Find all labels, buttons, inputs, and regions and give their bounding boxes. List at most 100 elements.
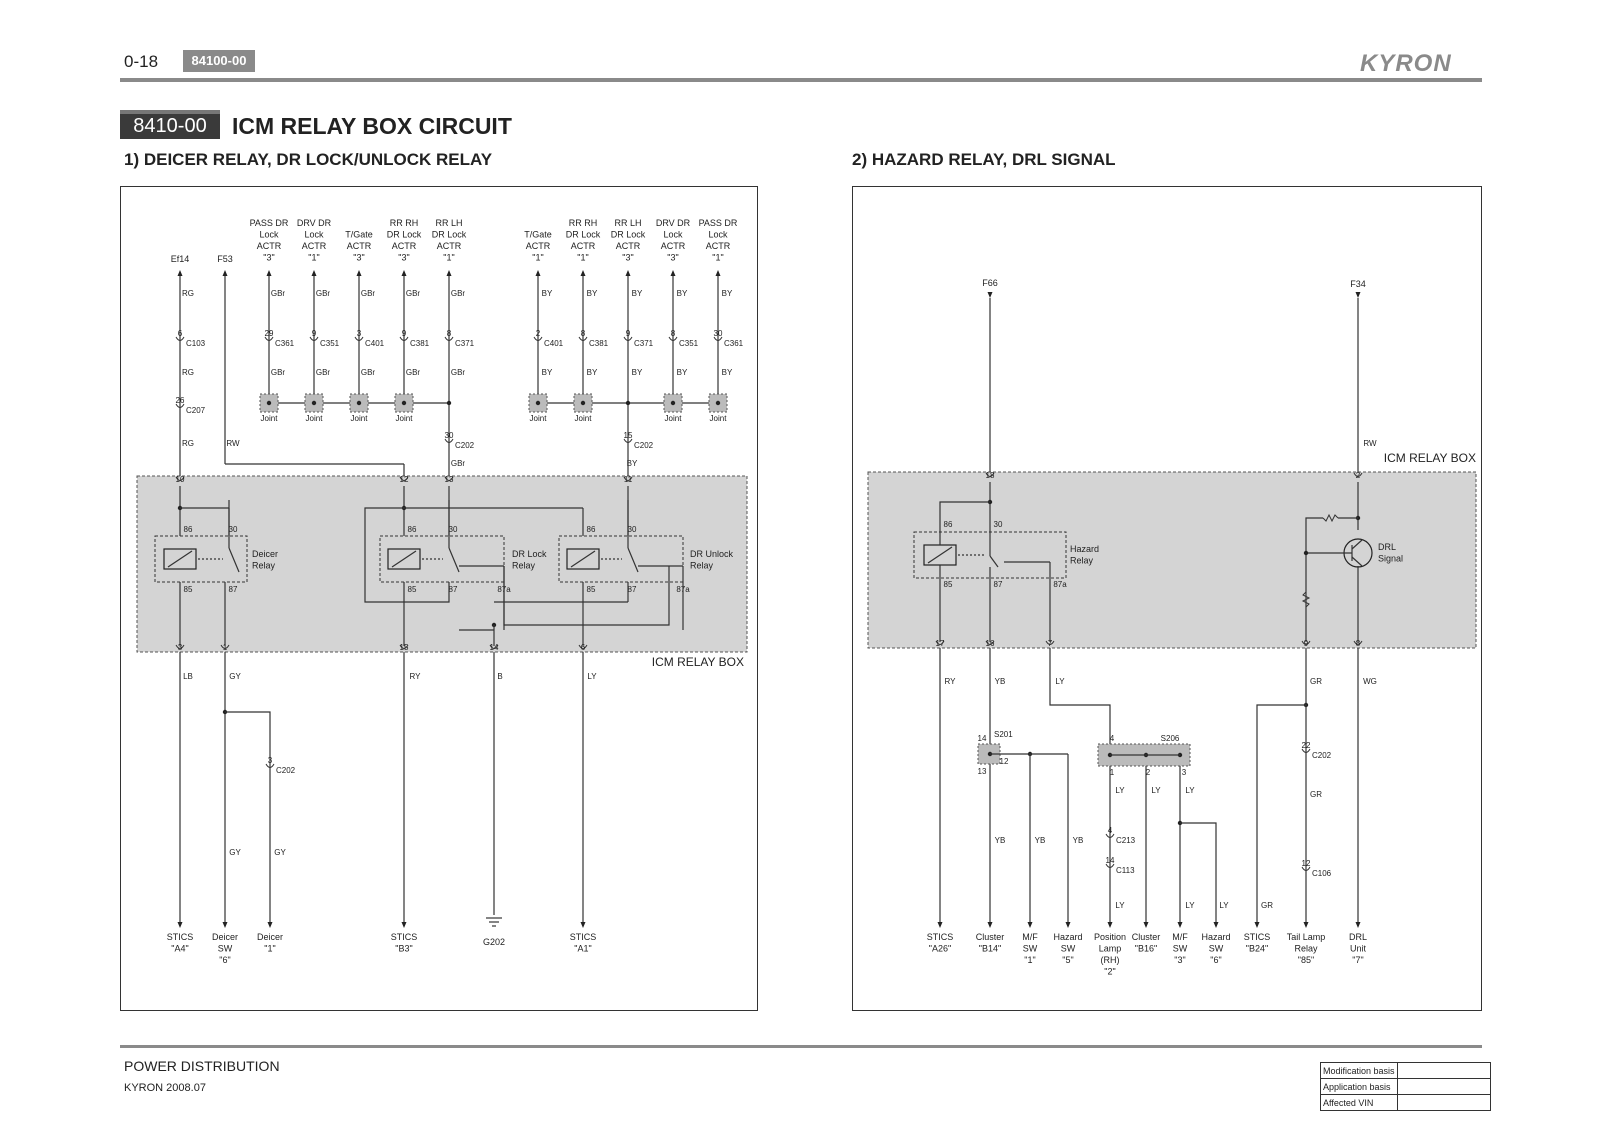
source-label: ACTR [257,241,282,251]
arrow-icon [1027,922,1033,928]
diagram1-frame [120,186,758,1011]
wire-color-label: GY [274,848,286,857]
revision-value [1396,1094,1491,1111]
source-label: "1" [532,253,543,263]
relay-terminal: 30 [628,525,637,534]
pin-icon [489,644,499,649]
relay-name: Hazard [1070,544,1099,554]
destination-label: Cluster [976,932,1005,942]
connector-pin: 9 [626,329,631,338]
section-code-badge: 8410-00 [120,114,220,139]
connector-name: C202 [455,441,475,450]
box-pin: 11 [624,475,633,484]
connector-pin: 6 [178,329,183,338]
wire-color-label: BY [677,368,688,377]
destination-label: Deicer [212,932,238,942]
connector-icon [623,336,633,341]
wire-color-label: RW [226,439,240,448]
arrow-icon [401,270,407,276]
connector-pin: 9 [402,329,407,338]
connector-icon [668,336,678,341]
wire-color-label: BY [627,459,638,468]
resistor-icon [1322,513,1339,523]
source-label: ACTR [616,241,641,251]
connector-icon [1105,833,1115,838]
relay-terminal: 30 [994,520,1003,529]
relay-coil-icon [163,548,197,570]
source-label: DR Lock [566,230,601,240]
wire-color-label: RG [182,289,194,298]
arrow-icon [1355,922,1361,928]
connector-pin: 22 [1302,741,1311,750]
junction-dot [266,400,272,406]
doc-code-badge: 84100-00 [183,50,255,72]
wire-color-label: GBr [361,368,376,377]
wire-color-label: GBr [316,289,331,298]
destination-label: STICS [927,932,954,942]
arrow-icon [670,270,676,276]
relay-name: DR Lock [512,549,547,559]
connector-pin: 8 [447,329,452,338]
wire-color-label: YB [995,836,1006,845]
destination-label: Deicer [257,932,283,942]
box-pin: 1 [223,643,228,652]
connector-pin: 8 [671,329,676,338]
arrow-icon [580,270,586,276]
drl-signal-label: DRL [1378,542,1396,552]
destination-label: "B16" [1135,944,1157,954]
wire-color-label: LY [1185,786,1195,795]
connector-pin: 29 [265,329,274,338]
connector-name: C103 [186,339,206,348]
destination-label: "2" [1104,967,1115,977]
revision-row: Affected VIN [1320,1094,1491,1111]
icm-box-label: ICM RELAY BOX [652,655,744,669]
arrow-icon [401,922,407,928]
wire-color-label: LB [183,672,193,681]
wire [225,711,271,922]
arrow-icon [177,270,183,276]
source-label: ACTR [526,241,551,251]
wire-color-label: LY [1151,786,1161,795]
footer-title: POWER DISTRIBUTION [124,1058,280,1074]
destination-label: "A26" [929,944,951,954]
arrow-icon [1213,922,1219,928]
destination-label: "A1" [574,944,591,954]
arrow-icon [1107,922,1113,928]
destination-label: "B24" [1246,944,1268,954]
arrow-icon [715,270,721,276]
arrow-icon [937,922,943,928]
source-label: Ef14 [171,254,190,264]
wire [1351,539,1363,550]
splice-pin: 13 [978,767,987,776]
revision-row: Application basis [1320,1078,1491,1095]
arrow-icon [177,922,183,928]
drl-signal-label: Signal [1378,554,1403,564]
junction-dot [356,400,362,406]
relay-coil-icon [570,550,596,568]
destination-label: Cluster [1132,932,1161,942]
wire-color-label: YB [1035,836,1046,845]
splice-name: S201 [994,730,1013,739]
arrow-icon [625,270,631,276]
destination-label: SW [218,944,233,954]
connector-pin: 30 [445,431,454,440]
connector-icon [444,336,454,341]
section-title: ICM RELAY BOX CIRCUIT [232,113,512,139]
box-pin: 16 [986,639,995,648]
wire-color-label: WG [1363,677,1377,686]
relay-switch-icon [448,547,460,573]
source-label: Lock [708,230,728,240]
source-label: F53 [217,254,233,264]
connector-name: C361 [724,339,744,348]
revision-value [1396,1078,1491,1095]
joint-label: Joint [575,414,593,423]
connector-name: C371 [634,339,654,348]
diagram2-subtitle: 2) HAZARD RELAY, DRL SIGNAL [852,150,1116,169]
pin-icon [985,472,995,477]
revision-label: Modification basis [1320,1062,1398,1079]
source-label: ACTR [571,241,596,251]
connector-icon [623,438,633,443]
destination-label: "5" [1062,955,1073,965]
revision-label: Affected VIN [1320,1094,1398,1111]
relay-name: Relay [690,561,714,571]
